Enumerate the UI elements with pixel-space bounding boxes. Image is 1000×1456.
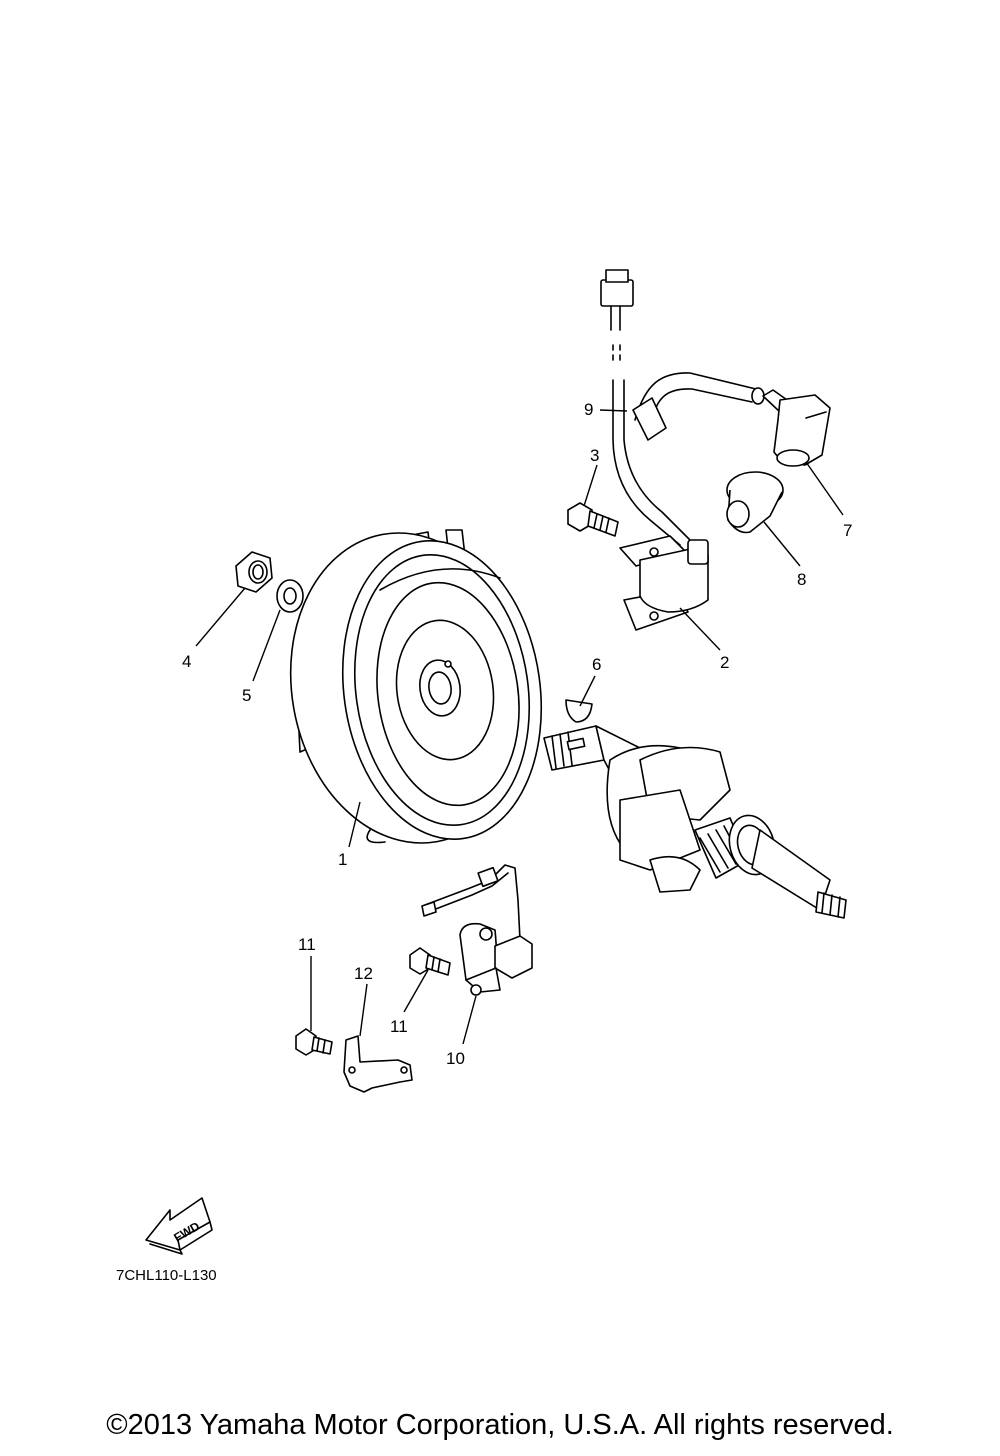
- coil-bolt: [567, 502, 619, 537]
- callout-4: 4: [182, 652, 191, 671]
- ignition-coil-wiring: [600, 269, 765, 546]
- callout-8: 8: [797, 570, 806, 589]
- callout-7: 7: [843, 521, 852, 540]
- callout-10: 10: [446, 1049, 465, 1068]
- callout-5: 5: [242, 686, 251, 705]
- callout-9: 9: [584, 400, 593, 419]
- fwd-arrow-icon: FWD: [145, 1197, 213, 1255]
- pulser-bolt: [409, 947, 451, 976]
- flywheel: [289, 529, 543, 844]
- callout-6: 6: [592, 655, 601, 674]
- grommet: [726, 471, 784, 534]
- crankshaft: [543, 725, 847, 919]
- ignition-coil: [619, 535, 709, 631]
- diagram-code: 7CHL110-L130: [116, 1267, 217, 1284]
- leader-lines: [195, 409, 844, 1045]
- woodruff-key: [565, 699, 593, 723]
- flywheel-nut: [235, 551, 273, 593]
- plug-cap: [762, 389, 831, 467]
- flywheel-washer: [276, 579, 304, 613]
- callout-numbers: 1 2 3 4 5 6 7 8 9 10 11 11 12: [182, 400, 852, 1068]
- callout-11-left: 11: [298, 935, 316, 954]
- callout-12: 12: [354, 964, 373, 983]
- pulser-coil: [421, 864, 533, 996]
- bracket: [343, 1035, 413, 1093]
- copyright-notice: ©2013 Yamaha Motor Corporation, U.S.A. A…: [106, 1409, 894, 1441]
- bracket-bolt: [295, 1028, 333, 1056]
- callout-2: 2: [720, 653, 729, 672]
- callout-3: 3: [590, 446, 599, 465]
- callout-1: 1: [338, 850, 347, 869]
- callout-11-right: 11: [390, 1017, 408, 1036]
